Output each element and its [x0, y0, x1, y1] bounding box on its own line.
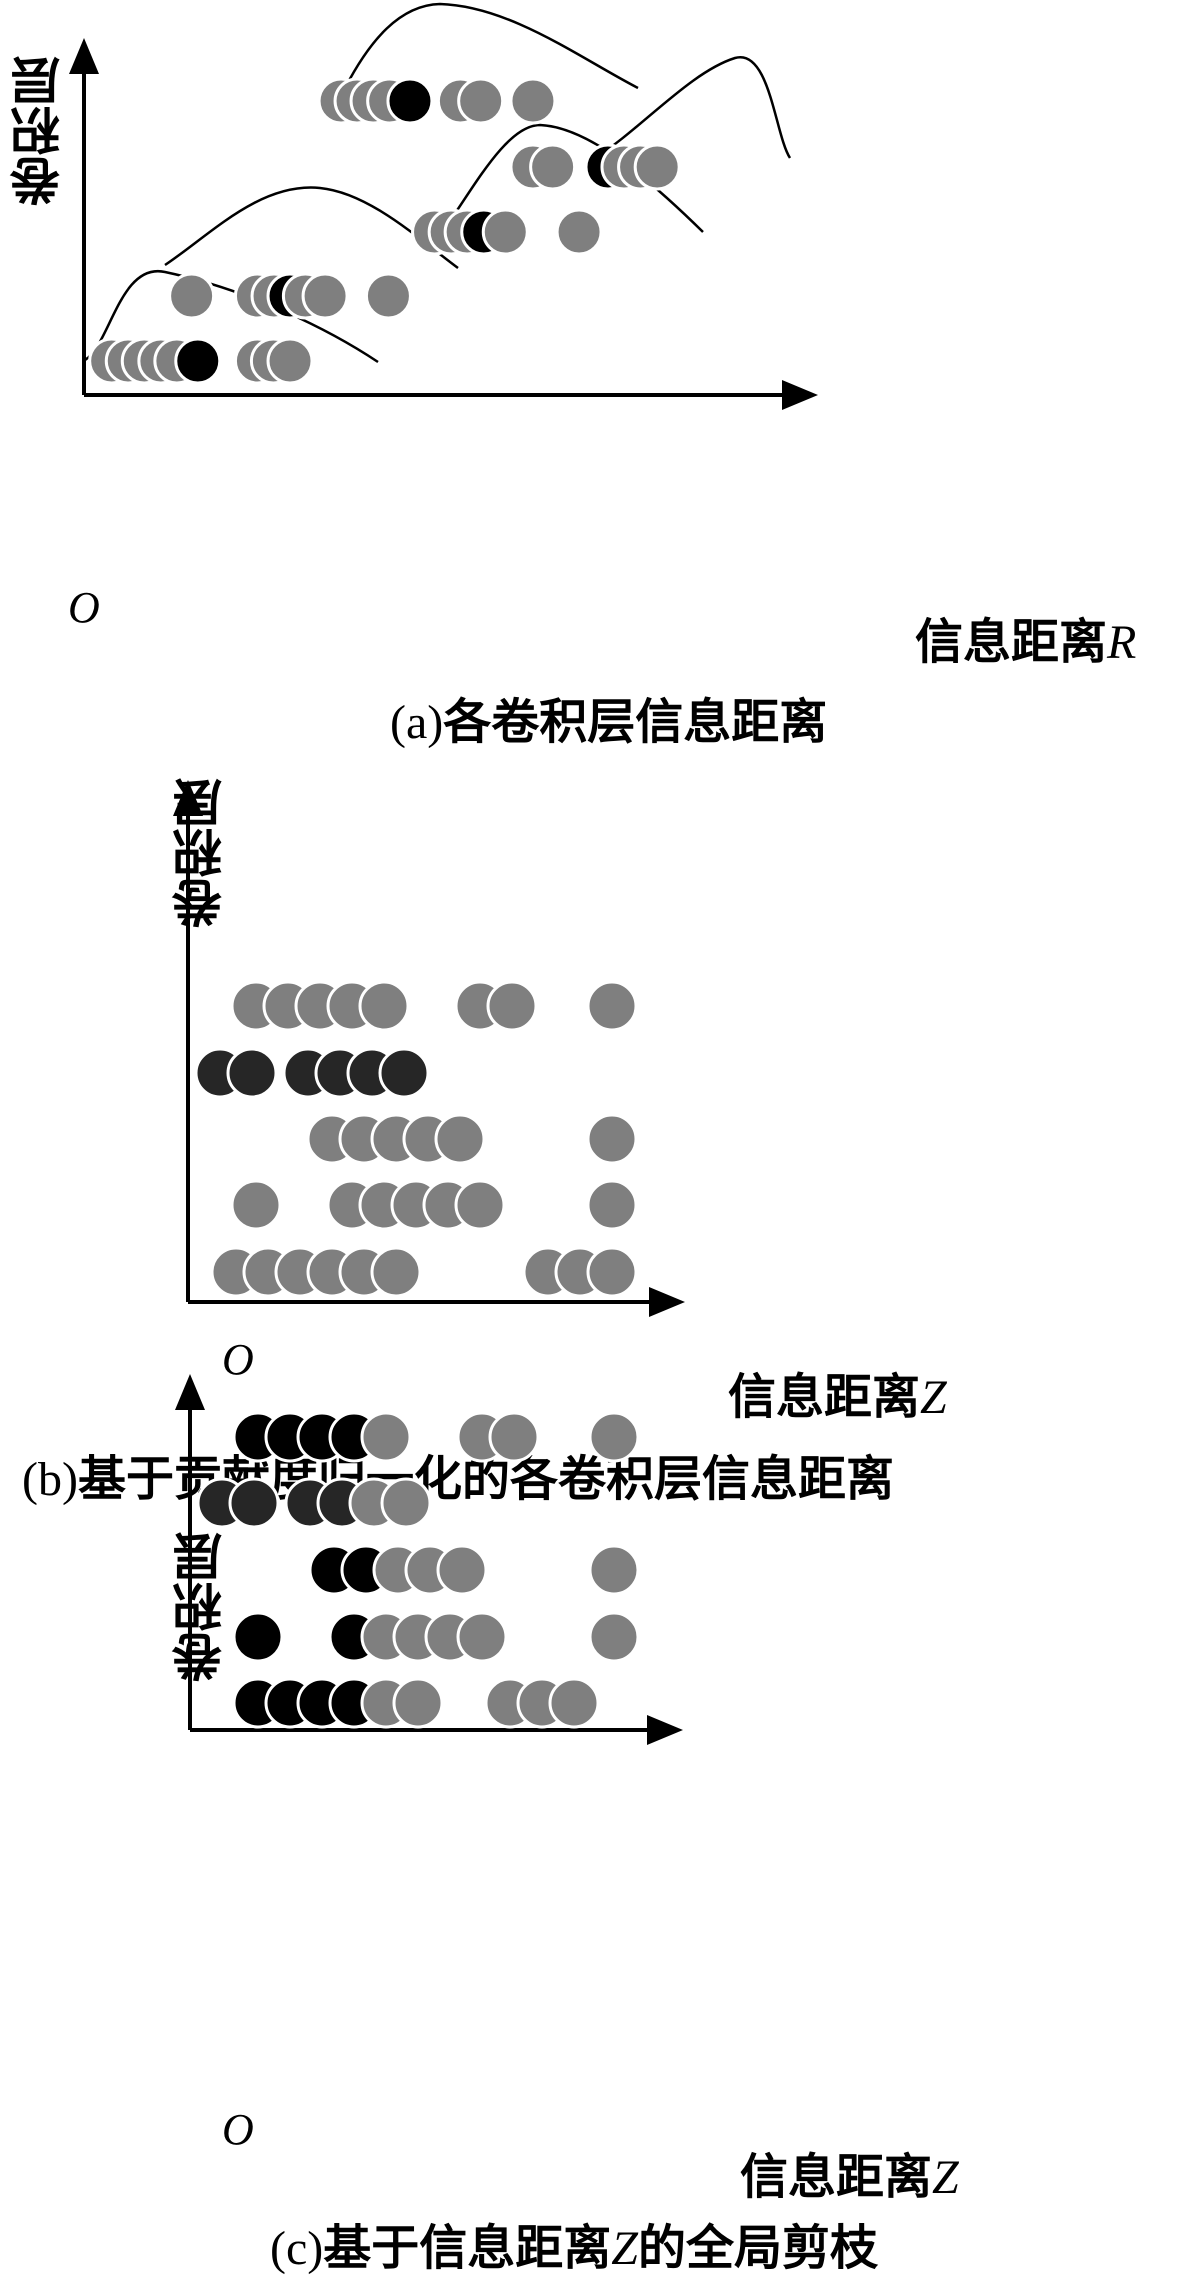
node-circle	[529, 143, 577, 191]
node-circle	[392, 1677, 444, 1729]
node-circle	[266, 337, 314, 385]
panel-c-x-axis-label: 信息距离Z	[740, 2149, 959, 2205]
panel-a-plot	[69, 2, 818, 410]
node-circle	[228, 1477, 280, 1529]
panel-a: 卷积层 O 信息距离R (a)各卷积层信息距离	[0, 0, 1201, 770]
node-circle	[380, 1477, 432, 1529]
node-circle	[586, 1179, 638, 1231]
node-circle	[436, 1544, 488, 1596]
panel-a-origin-label: O	[68, 583, 100, 632]
panel-b-plot	[173, 780, 685, 1317]
node-circle	[226, 1047, 278, 1099]
panel-a-x-axis-label: 信息距离R	[915, 614, 1137, 670]
node-circle	[301, 272, 349, 320]
panel-a-y-axis-label: 卷积层	[9, 56, 68, 206]
panel-b-x-axis-label: 信息距离Z	[728, 1369, 947, 1425]
node-circle	[386, 77, 434, 125]
y-axis-arrow	[173, 780, 203, 816]
x-axis-arrow	[782, 380, 818, 410]
node-circle	[486, 980, 538, 1032]
node-circle	[370, 1246, 422, 1298]
node-circle	[586, 1246, 638, 1298]
panel-c-origin-label: O	[222, 2105, 254, 2154]
panel-c-caption: (c)基于信息距离Z的全局剪枝	[270, 2220, 879, 2276]
node-circle	[358, 980, 410, 1032]
x-axis-arrow	[649, 1287, 685, 1317]
panel-c-y-axis-label: 卷积层	[171, 1532, 230, 1682]
node-circle	[456, 1611, 508, 1663]
node-circle	[232, 1611, 284, 1663]
node-circle	[168, 272, 216, 320]
distribution-curve	[84, 270, 379, 364]
node-circle	[434, 1113, 486, 1165]
node-circle	[454, 1179, 506, 1231]
node-circle	[588, 1544, 640, 1596]
node-circle	[488, 1411, 540, 1463]
panel-a-caption: (a)各卷积层信息距离	[390, 694, 828, 750]
node-circle	[586, 1113, 638, 1165]
node-circle	[633, 143, 681, 191]
node-circle	[230, 1179, 282, 1231]
distribution-curve	[594, 56, 792, 160]
node-circle	[588, 1611, 640, 1663]
node-circle	[548, 1677, 600, 1729]
distribution-curve	[343, 2, 639, 90]
node-circle	[586, 980, 638, 1032]
panel-c-plot	[175, 1374, 683, 1745]
node-circle	[360, 1411, 412, 1463]
panel-b-y-axis-label: 卷积层	[171, 778, 230, 928]
node-circle	[588, 1411, 640, 1463]
panel-b-caption: (b)基于贡献度归一化的各卷积层信息距离	[22, 1451, 894, 1507]
node-circle	[378, 1047, 430, 1099]
y-axis-arrow	[69, 38, 99, 74]
panel-c: 卷积层 O 信息距离Z (c)基于信息距离Z的全局剪枝	[0, 1374, 1201, 2291]
node-circle	[509, 77, 557, 125]
node-circle	[457, 77, 505, 125]
x-axis-arrow	[647, 1715, 683, 1745]
panel-b: 卷积层 O 信息距离Z (b)基于贡献度归一化的各卷积层信息距离	[0, 770, 1201, 1530]
node-circle	[174, 337, 222, 385]
panel-b-origin-label: O	[222, 1335, 254, 1384]
node-circle	[555, 208, 603, 256]
node-circle	[481, 208, 529, 256]
node-circle	[364, 272, 412, 320]
y-axis-arrow	[175, 1374, 205, 1410]
